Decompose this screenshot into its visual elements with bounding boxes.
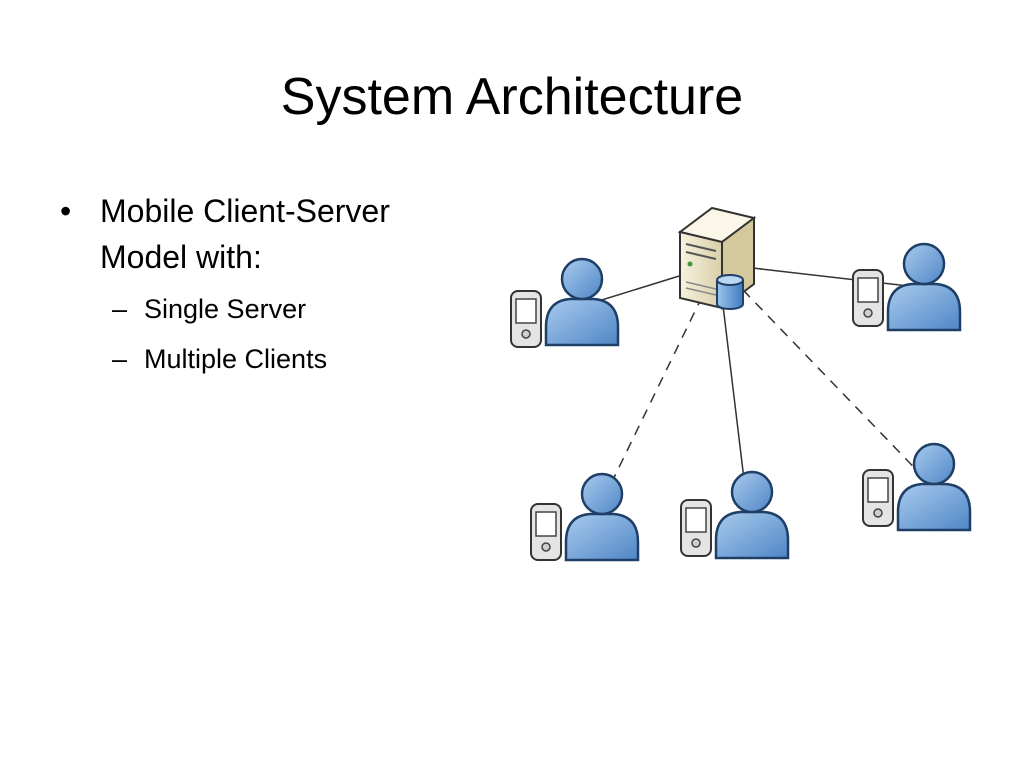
sub-item-multiple-clients: – Multiple Clients xyxy=(100,334,478,384)
bullet-item: • Mobile Client-Server Model with: – Sin… xyxy=(58,188,478,384)
bullet-text-line-2: Model with: xyxy=(100,239,262,275)
sub-item-text: Multiple Clients xyxy=(144,344,328,374)
user-icon xyxy=(564,472,640,562)
phone-icon xyxy=(852,269,884,327)
client-node xyxy=(862,442,972,532)
bullet-marker: • xyxy=(60,193,72,229)
sub-bullet-list: – Single Server – Multiple Clients xyxy=(100,284,478,384)
bullet-text-line-1: Mobile Client-Server xyxy=(100,193,390,229)
sub-bullet-marker: – xyxy=(112,294,128,324)
database-icon xyxy=(716,274,744,310)
phone-icon xyxy=(862,469,894,527)
sub-item-single-server: – Single Server xyxy=(100,284,478,334)
client-node xyxy=(530,472,640,562)
sub-item-text: Single Server xyxy=(144,294,307,324)
user-icon xyxy=(886,242,962,332)
edge-server-client-5 xyxy=(717,263,933,487)
user-icon xyxy=(896,442,972,532)
phone-icon xyxy=(510,290,542,348)
client-node xyxy=(852,242,962,332)
user-icon xyxy=(544,257,620,347)
bullet-list: • Mobile Client-Server Model with: – Sin… xyxy=(58,188,478,384)
client-node xyxy=(510,257,620,348)
phone-icon xyxy=(530,503,562,561)
slide-title: System Architecture xyxy=(280,68,744,126)
server-node xyxy=(677,206,757,310)
user-icon xyxy=(714,470,790,560)
phone-icon xyxy=(680,499,712,557)
server-tower-icon xyxy=(677,206,757,310)
client-node xyxy=(680,470,790,560)
sub-bullet-marker: – xyxy=(112,344,128,374)
